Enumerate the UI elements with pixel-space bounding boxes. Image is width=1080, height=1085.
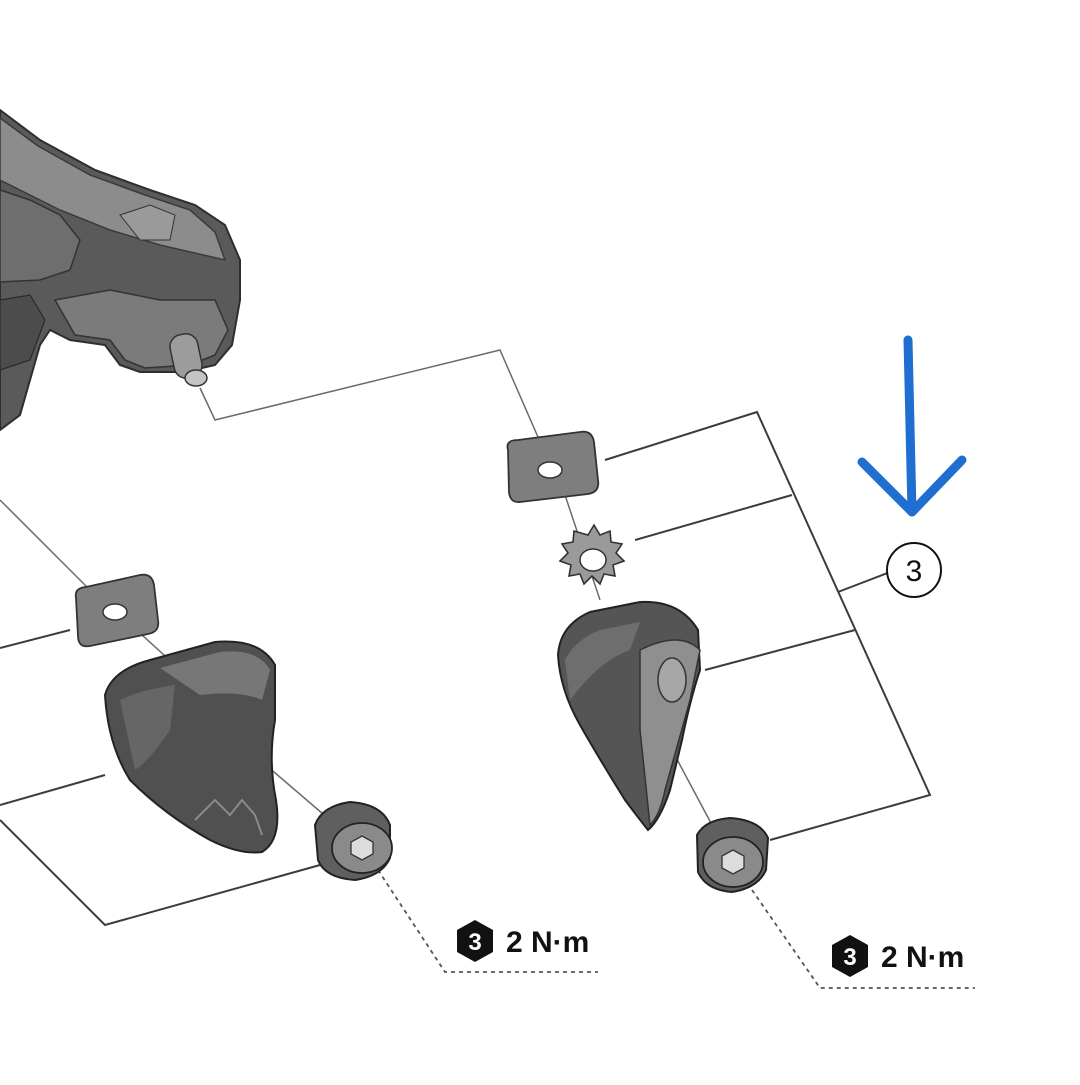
callout-number: 3 — [906, 555, 923, 588]
left-bolt — [313, 800, 393, 882]
torque-spec-left: 3 2 N·m — [457, 920, 589, 962]
left-lever-cover — [103, 640, 279, 854]
hex-key-icon — [457, 920, 493, 962]
left-spacer-plate — [74, 573, 160, 648]
torque-value: 2 N·m — [881, 941, 964, 974]
torque-spec-right: 3 2 N·m — [832, 935, 964, 977]
right-bolt — [695, 816, 770, 894]
torque-value: 2 N·m — [506, 926, 589, 959]
right-spacer-plate — [506, 430, 600, 503]
tool-size-label: 3 — [468, 929, 481, 956]
torque-leaders — [377, 869, 975, 989]
lever-body — [0, 108, 241, 432]
bracket-lines — [0, 410, 932, 927]
right-lock-washer — [558, 523, 626, 586]
hex-key-icon — [832, 935, 868, 977]
right-lever-cover — [556, 600, 702, 832]
tool-size-label: 3 — [843, 944, 856, 971]
annotation-arrow-icon — [857, 335, 967, 517]
part-callout: 3 — [886, 542, 942, 598]
